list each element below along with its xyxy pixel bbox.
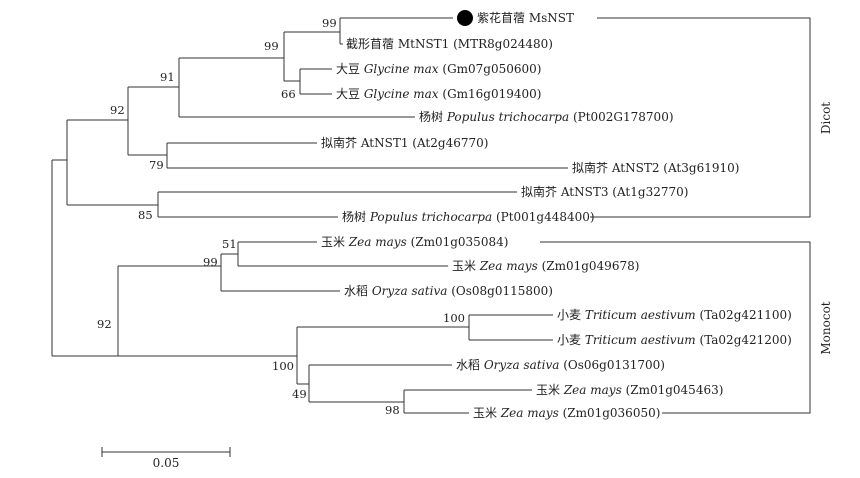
- dicot-group-label: Dicot: [819, 102, 833, 134]
- taxon-label: 小麦 Triticum aestivum (Ta02g421100): [557, 308, 792, 322]
- bootstrap-label: 51: [222, 237, 237, 251]
- bootstrap-label: 100: [443, 311, 465, 325]
- taxon-label: 杨树 Populus trichocarpa (Pt001g448400): [342, 209, 595, 224]
- bootstrap-label: 99: [322, 16, 337, 30]
- taxon-label: 杨树 Populus trichocarpa (Pt002G178700): [419, 109, 674, 124]
- dicot-bracket: [590, 17, 811, 218]
- scale-bar: 0.05: [101, 447, 231, 470]
- taxon-labels: 紫花苜蓿 MsNST 截形苜蓿 MtNST1 (MTR8g024480) 大豆 …: [321, 10, 792, 420]
- scale-label: 0.05: [153, 456, 180, 470]
- tree-branches: [51, 17, 568, 414]
- marker-dot-icon: [457, 10, 473, 26]
- taxon-label: 拟南芥 AtNST2 (At3g61910): [572, 160, 739, 175]
- taxon-label: 截形苜蓿 MtNST1 (MTR8g024480): [346, 37, 553, 51]
- monocot-bracket: [540, 241, 811, 414]
- bootstrap-label: 99: [264, 39, 279, 53]
- monocot-group-label: Monocot: [819, 301, 833, 354]
- bootstrap-label: 92: [97, 317, 112, 331]
- taxon-label: 玉米 Zea mays (Zm01g035084): [321, 235, 508, 249]
- bootstrap-label: 66: [281, 87, 296, 101]
- taxon-label: 玉米 Zea mays (Zm01g045463): [536, 383, 723, 397]
- bootstrap-label: 91: [160, 70, 175, 84]
- taxon-label: 小麦 Triticum aestivum (Ta02g421200): [557, 333, 792, 347]
- bootstrap-label: 49: [292, 387, 307, 401]
- bootstrap-label: 99: [203, 255, 218, 269]
- group-brackets: Dicot Monocot: [540, 17, 833, 414]
- taxon-label: 大豆 Glycine max (Gm07g050600): [336, 62, 541, 76]
- taxon-label: 水稻 Oryza sativa (Os06g0131700): [456, 358, 665, 372]
- bootstrap-label: 85: [138, 208, 153, 222]
- taxon-label: 水稻 Oryza sativa (Os08g0115800): [344, 284, 553, 298]
- taxon-label: 拟南芥 AtNST1 (At2g46770): [321, 135, 488, 150]
- bootstrap-label: 100: [272, 359, 294, 373]
- taxon-label: 玉米 Zea mays (Zm01g036050): [473, 406, 660, 420]
- taxon-label: 大豆 Glycine max (Gm16g019400): [336, 87, 541, 101]
- bootstrap-values: 99 99 66 91 92 79 85 51 99 100 100 49 98…: [97, 16, 465, 417]
- bootstrap-label: 98: [385, 403, 400, 417]
- taxon-label: 玉米 Zea mays (Zm01g049678): [452, 259, 639, 273]
- taxon-label: 拟南芥 AtNST3 (At1g32770): [521, 184, 688, 199]
- bootstrap-label: 79: [149, 158, 164, 172]
- taxon-label: 紫花苜蓿 MsNST: [477, 10, 574, 25]
- bootstrap-label: 92: [110, 103, 125, 117]
